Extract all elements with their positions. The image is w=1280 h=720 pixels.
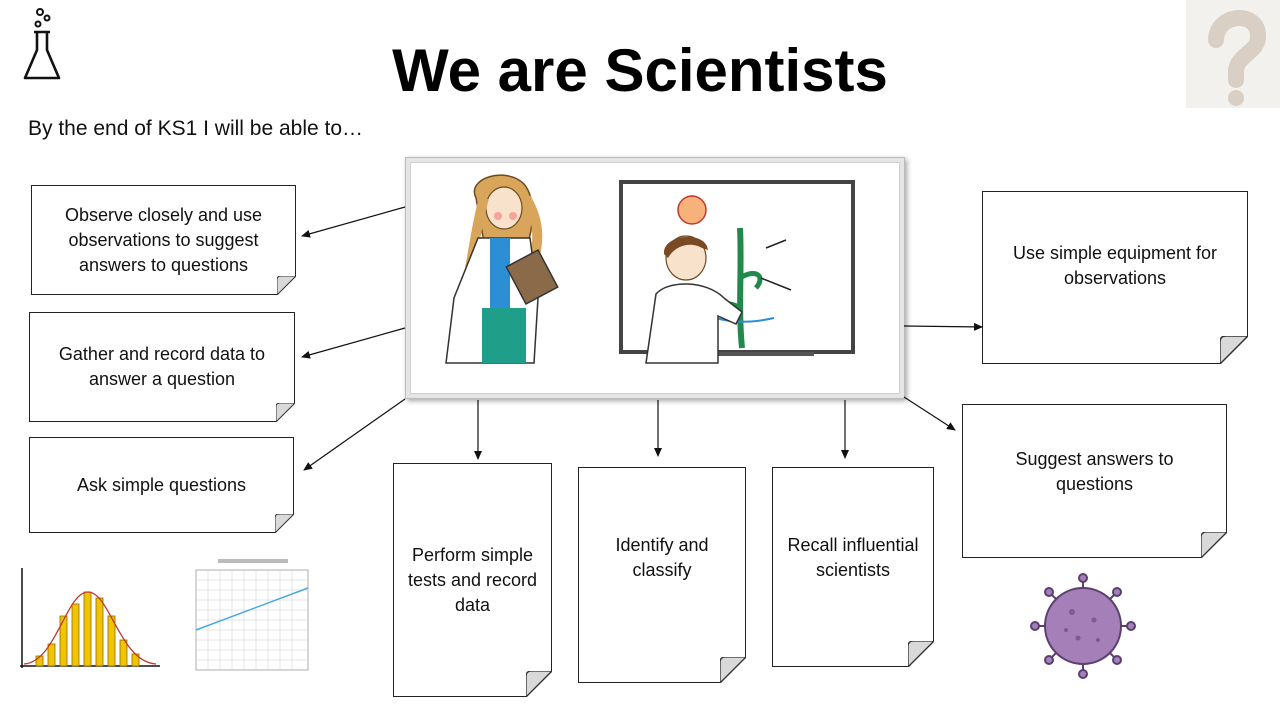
page-fold-icon [908,641,934,667]
page-fold-icon [1201,532,1227,558]
objective-text: Ask simple questions [76,474,247,495]
objective-text: Suggest answers to questions [1015,449,1174,494]
page-fold-icon [276,403,295,422]
page-fold-icon [275,514,294,533]
objective-text: Perform simple tests and record data [407,544,538,615]
virus-icon [1030,573,1136,679]
slide-title: We are Scientists [392,37,888,104]
objective-text: Identify and classify [615,535,709,580]
objective-card-equipment: Use simple equipment for observations [982,191,1248,364]
flask-icon [23,8,61,80]
objective-card-suggest: Suggest answers to questions [962,404,1227,558]
scientists-illustration [405,157,905,399]
objective-card-gather: Gather and record data to answer a quest… [29,312,295,422]
girl-scientist-icon [445,174,559,364]
objective-text: Observe closely and use observations to … [64,204,263,275]
page-fold-icon [720,657,746,683]
objective-card-identify: Identify and classify [578,467,746,683]
objective-card-recall: Recall influential scientists [772,467,934,667]
page-fold-icon [1220,336,1248,364]
question-mark-icon [1186,0,1280,108]
page-fold-icon [526,671,552,697]
line-graph-icon [195,559,309,671]
slide-subtitle: By the end of KS1 I will be able to… [28,117,364,140]
objective-text: Use simple equipment for observations [1012,242,1218,288]
page-fold-icon [277,276,296,295]
objective-card-ask: Ask simple questions [29,437,294,533]
objective-card-perform: Perform simple tests and record data [393,463,552,697]
objective-text: Recall influential scientists [787,535,919,580]
objective-card-observe: Observe closely and use observations to … [31,185,296,295]
boy-scientist-icon [645,235,743,364]
objective-text: Gather and record data to answer a quest… [58,344,266,389]
histogram-chart-icon [20,568,160,668]
